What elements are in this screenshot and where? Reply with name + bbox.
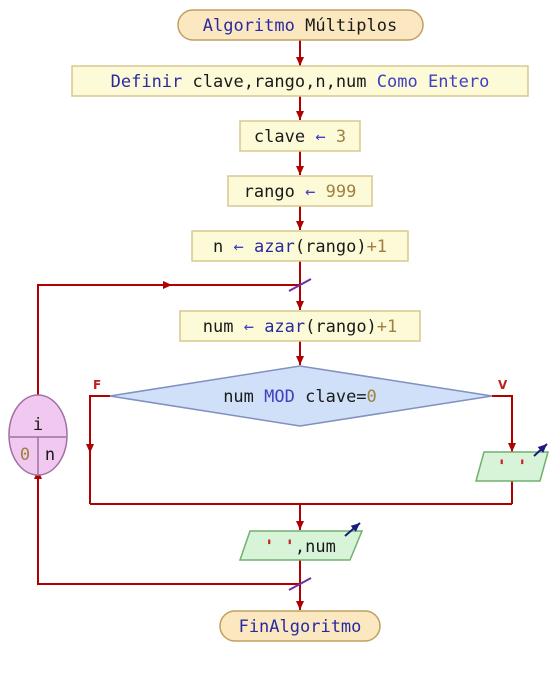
define-type: Como Entero — [377, 72, 490, 92]
start-terminal[interactable]: Algoritmo Múltiplos — [177, 9, 424, 41]
assign-n-var: n — [213, 237, 223, 257]
decision-left: num — [223, 387, 254, 407]
assign-rango-arrow: ← — [305, 182, 315, 202]
define-block[interactable]: Definir clave,rango,n,num Como Entero — [71, 65, 529, 97]
output-main-block[interactable]: ' ',num — [238, 522, 364, 561]
end-label: FinAlgoritmo — [239, 617, 362, 637]
loop-markers — [288, 278, 312, 591]
define-vars: clave,rango,n,num — [193, 72, 367, 92]
decision-op: MOD — [264, 387, 295, 407]
assign-clave-arrow: ← — [315, 127, 325, 147]
assign-n-suffix: +1 — [367, 237, 387, 257]
svg-text:num MOD clave=0: num MOD clave=0 — [223, 387, 377, 407]
assign-n-arrow: ← — [233, 237, 243, 257]
output-main-rest: ,num — [295, 537, 336, 557]
assign-num-block[interactable]: num ← azar(rango)+1 — [179, 310, 421, 342]
assign-clave-block[interactable]: clave ← 3 — [239, 120, 361, 152]
assign-n-func: azar — [254, 237, 295, 257]
decision-right: clave= — [305, 387, 366, 407]
for-loop-node[interactable]: i 0 n — [8, 394, 68, 476]
decision-diamond[interactable]: num MOD clave=0 — [109, 365, 493, 427]
assign-rango-value: 999 — [326, 182, 357, 202]
output-arrow-icon — [533, 443, 548, 457]
svg-text:rango ← 999: rango ← 999 — [244, 182, 357, 202]
assign-num-arrow: ← — [244, 317, 254, 337]
assign-num-suffix: +1 — [377, 317, 397, 337]
define-keyword: Definir — [111, 72, 183, 92]
assign-num-func: azar — [264, 317, 305, 337]
false-label: F — [93, 378, 101, 392]
assign-rango-var: rango — [244, 182, 295, 202]
assign-clave-value: 3 — [336, 127, 346, 147]
output-arrow-icon — [344, 522, 361, 537]
decision-value: 0 — [367, 387, 377, 407]
assign-n-block[interactable]: n ← azar(rango)+1 — [191, 230, 409, 262]
loop-end: n — [45, 445, 55, 465]
loop-var: i — [33, 415, 43, 435]
true-label: V — [498, 378, 508, 392]
loop-start: 0 — [20, 445, 30, 465]
svg-text:Algoritmo Múltiplos: Algoritmo Múltiplos — [203, 16, 398, 36]
assign-num-var: num — [203, 317, 234, 337]
assign-num-arg: (rango) — [305, 317, 377, 337]
svg-text:' ',num: ' ',num — [264, 537, 336, 557]
assign-rango-block[interactable]: rango ← 999 — [227, 175, 373, 207]
svg-text:n ← azar(rango)+1: n ← azar(rango)+1 — [213, 237, 387, 257]
start-name: Múltiplos — [305, 16, 397, 36]
end-terminal[interactable]: FinAlgoritmo — [219, 610, 381, 642]
output-main-str: ' ' — [264, 537, 295, 557]
assign-clave-var: clave — [254, 127, 305, 147]
assign-n-arg: (rango) — [295, 237, 367, 257]
svg-text:num ← azar(rango)+1: num ← azar(rango)+1 — [203, 317, 398, 337]
svg-text:clave ← 3: clave ← 3 — [254, 127, 346, 147]
start-keyword: Algoritmo — [203, 16, 295, 36]
output-true-block[interactable]: ' ' — [475, 443, 549, 482]
output-true-text: ' ' — [497, 457, 528, 477]
svg-text:Definir clave,rango,n,nu: Definir clave,rango,n,num Como Entero — [111, 72, 490, 92]
